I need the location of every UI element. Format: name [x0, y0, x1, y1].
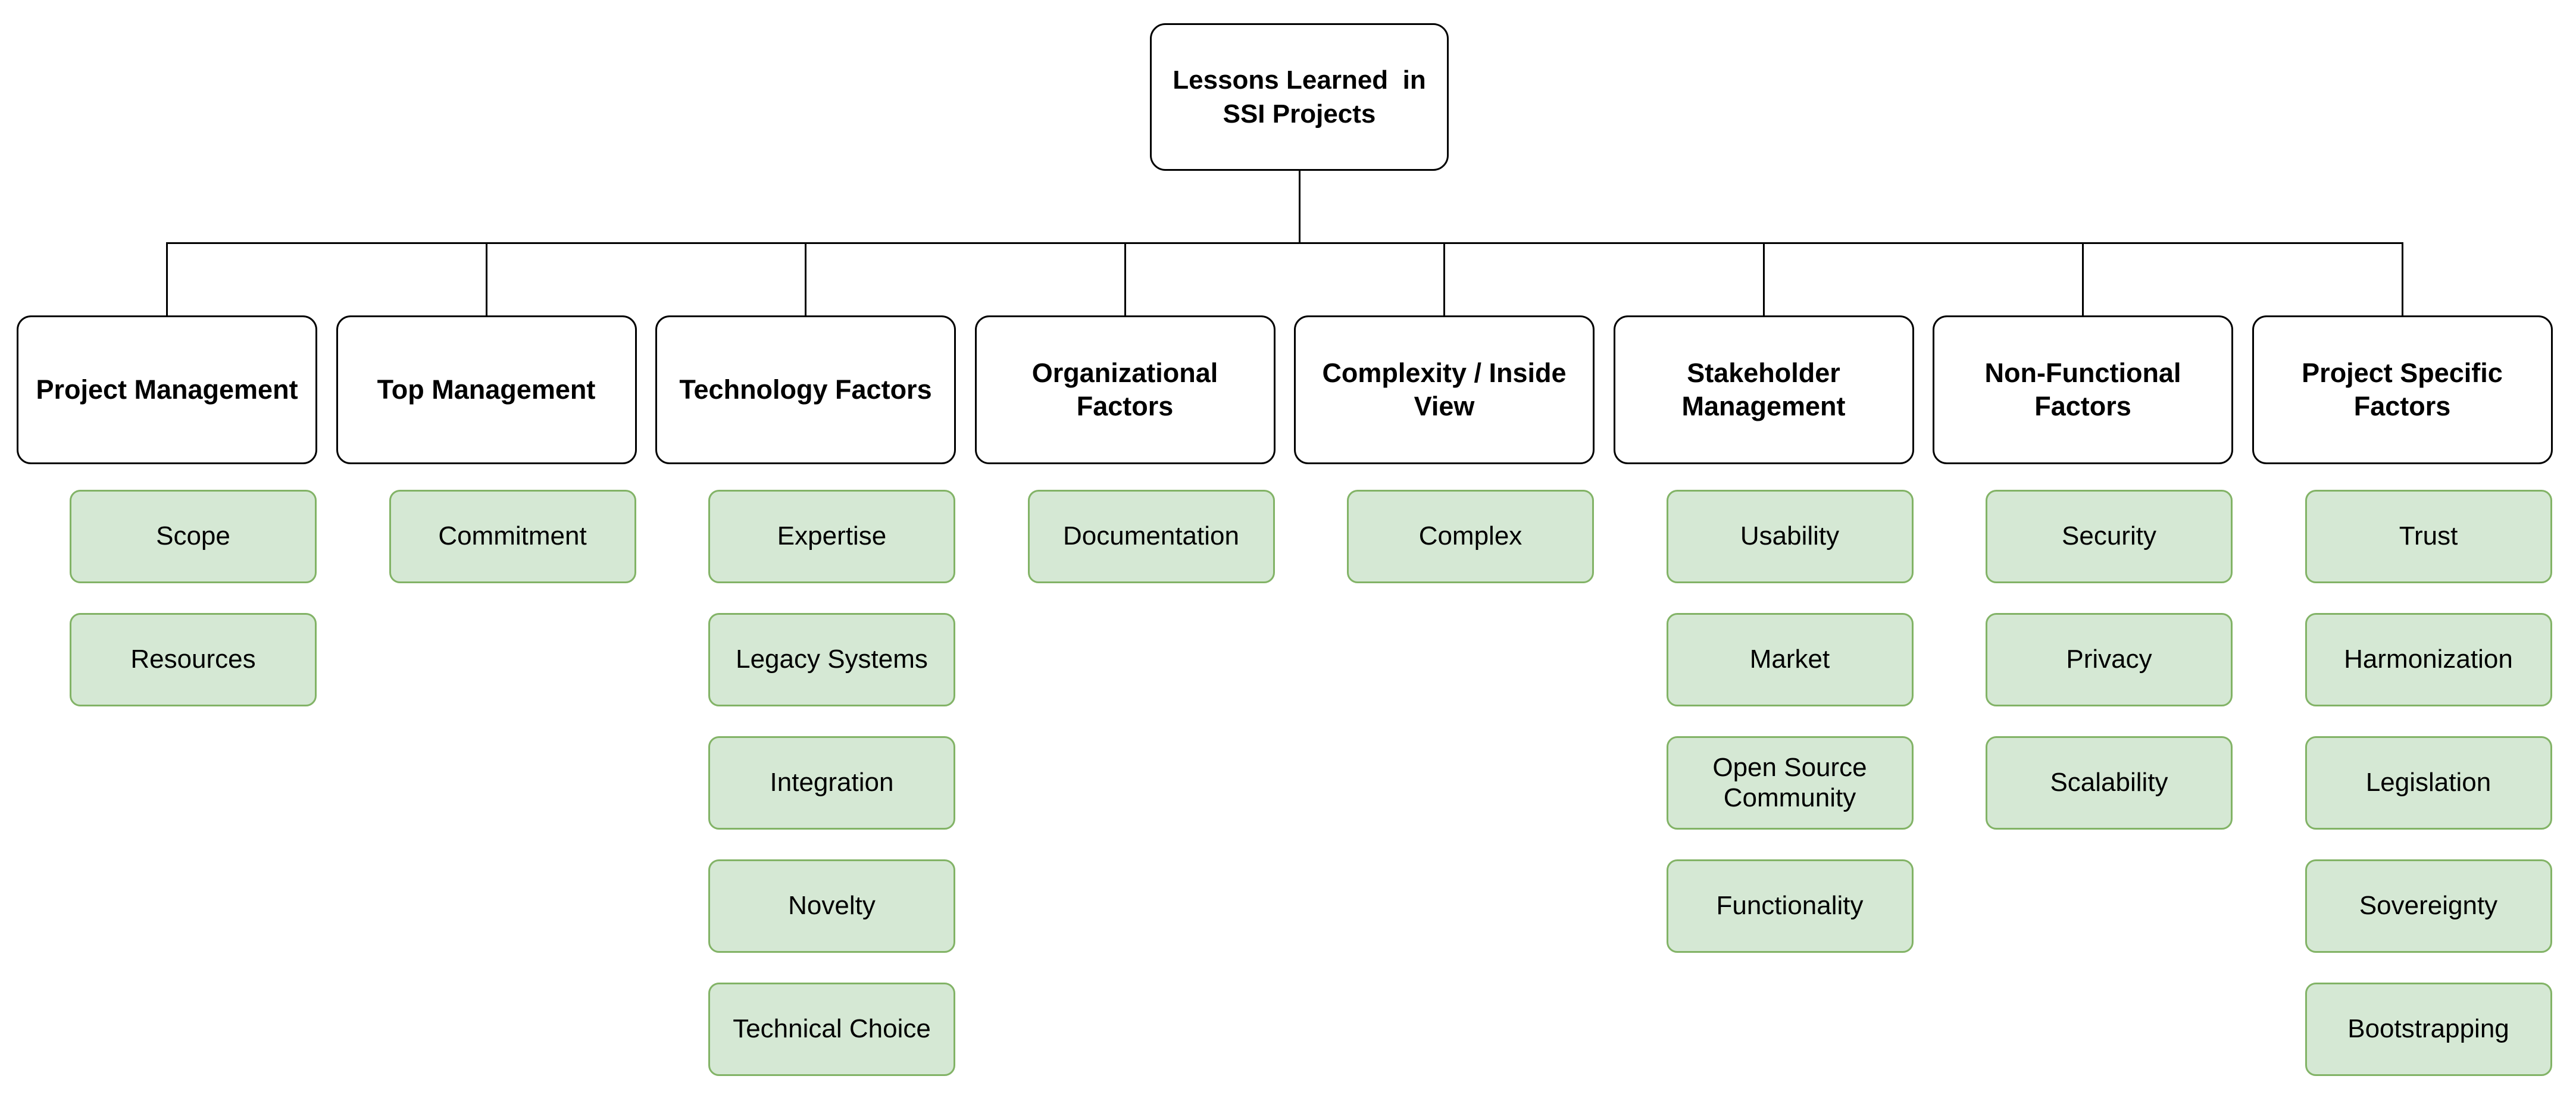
- category-node-top-management-label: Top Management: [377, 374, 596, 405]
- connector-drop-top-management: [485, 242, 487, 315]
- factor-node-market: Market: [1666, 613, 1914, 706]
- factor-node-scope-label: Scope: [156, 521, 230, 551]
- factor-node-functionality-label: Functionality: [1716, 891, 1864, 921]
- factor-node-usability: Usability: [1666, 490, 1914, 583]
- category-node-project-management: Project Management: [17, 315, 317, 464]
- connector-drop-organizational-factors: [1124, 242, 1126, 315]
- category-node-non-functional-factors-label: Non-Functional Factors: [1984, 357, 2181, 421]
- factor-node-resources-label: Resources: [130, 645, 256, 674]
- category-node-complexity-inside-view: Complexity / Inside View: [1294, 315, 1595, 464]
- connector-bus: [166, 242, 2403, 244]
- category-node-stakeholder-management: Stakeholder Management: [1613, 315, 1914, 464]
- factor-node-novelty-label: Novelty: [788, 891, 876, 921]
- factor-node-harmonization: Harmonization: [2305, 613, 2552, 706]
- factor-node-complex: Complex: [1347, 490, 1594, 583]
- factor-node-expertise: Expertise: [708, 490, 955, 583]
- connector-drop-non-functional-factors: [2082, 242, 2084, 315]
- connector-drop-project-management: [166, 242, 168, 315]
- connector-drop-complexity-inside-view: [1443, 242, 1445, 315]
- factor-node-sovereignty-label: Sovereignty: [2359, 891, 2498, 921]
- factor-node-bootstrapping-label: Bootstrapping: [2347, 1014, 2509, 1044]
- factor-node-technical-choice: Technical Choice: [708, 983, 955, 1076]
- category-node-non-functional-factors: Non-Functional Factors: [1933, 315, 2233, 464]
- category-node-technology-factors: Technology Factors: [655, 315, 956, 464]
- connector-drop-technology-factors: [805, 242, 806, 315]
- factor-node-documentation-label: Documentation: [1063, 521, 1239, 551]
- factor-node-commitment-label: Commitment: [438, 521, 587, 551]
- factor-node-legislation-label: Legislation: [2365, 768, 2491, 797]
- factor-node-trust: Trust: [2305, 490, 2552, 583]
- category-node-organizational-factors-label: Organizational Factors: [1031, 357, 1218, 421]
- factor-node-scalability: Scalability: [1986, 736, 2233, 830]
- category-node-complexity-inside-view-label: Complexity / Inside View: [1322, 357, 1567, 421]
- factor-node-harmonization-label: Harmonization: [2344, 645, 2513, 674]
- connector-drop-project-specific-factors: [2401, 242, 2403, 315]
- category-node-project-management-label: Project Management: [36, 374, 298, 405]
- factor-node-market-label: Market: [1749, 645, 1830, 674]
- factor-node-complex-label: Complex: [1418, 521, 1523, 551]
- category-node-project-specific-factors-label: Project Specific Factors: [2302, 357, 2503, 421]
- factor-node-functionality: Functionality: [1666, 859, 1914, 953]
- factor-node-privacy: Privacy: [1986, 613, 2233, 706]
- factor-node-trust-label: Trust: [2399, 521, 2458, 551]
- factor-node-privacy-label: Privacy: [2066, 645, 2152, 674]
- factor-node-security-label: Security: [2062, 521, 2156, 551]
- factor-node-scalability-label: Scalability: [2050, 768, 2168, 797]
- factor-node-integration-label: Integration: [770, 768, 894, 797]
- factor-node-bootstrapping: Bootstrapping: [2305, 983, 2552, 1076]
- factor-node-scope: Scope: [70, 490, 317, 583]
- category-node-stakeholder-management-label: Stakeholder Management: [1681, 357, 1846, 421]
- category-node-project-specific-factors: Project Specific Factors: [2252, 315, 2553, 464]
- factor-node-security: Security: [1986, 490, 2233, 583]
- category-node-top-management: Top Management: [336, 315, 637, 464]
- factor-node-integration: Integration: [708, 736, 955, 830]
- factor-node-legacy-systems: Legacy Systems: [708, 613, 955, 706]
- root-node-lessons-learned-in-label: Lessons Learned in SSI Projects: [1173, 65, 1426, 129]
- category-node-organizational-factors: Organizational Factors: [974, 315, 1276, 464]
- factor-node-open-source-community-label: Open Source Community: [1712, 752, 1867, 812]
- factor-node-documentation: Documentation: [1027, 490, 1275, 583]
- factor-node-legislation: Legislation: [2305, 736, 2552, 830]
- factor-node-novelty: Novelty: [708, 859, 955, 953]
- factor-node-usability-label: Usability: [1740, 521, 1840, 551]
- factor-node-expertise-label: Expertise: [777, 521, 887, 551]
- factor-node-sovereignty: Sovereignty: [2305, 859, 2552, 953]
- connector-drop-stakeholder-management: [1762, 242, 1765, 315]
- factor-node-commitment: Commitment: [389, 490, 636, 583]
- factor-node-legacy-systems-label: Legacy Systems: [736, 645, 928, 674]
- connector-trunk: [1298, 171, 1300, 244]
- factor-node-technical-choice-label: Technical Choice: [733, 1014, 931, 1044]
- category-node-technology-factors-label: Technology Factors: [679, 374, 932, 405]
- factor-node-open-source-community: Open Source Community: [1666, 736, 1914, 830]
- factor-node-resources: Resources: [70, 613, 317, 706]
- root-node-lessons-learned-in: Lessons Learned in SSI Projects: [1150, 23, 1449, 171]
